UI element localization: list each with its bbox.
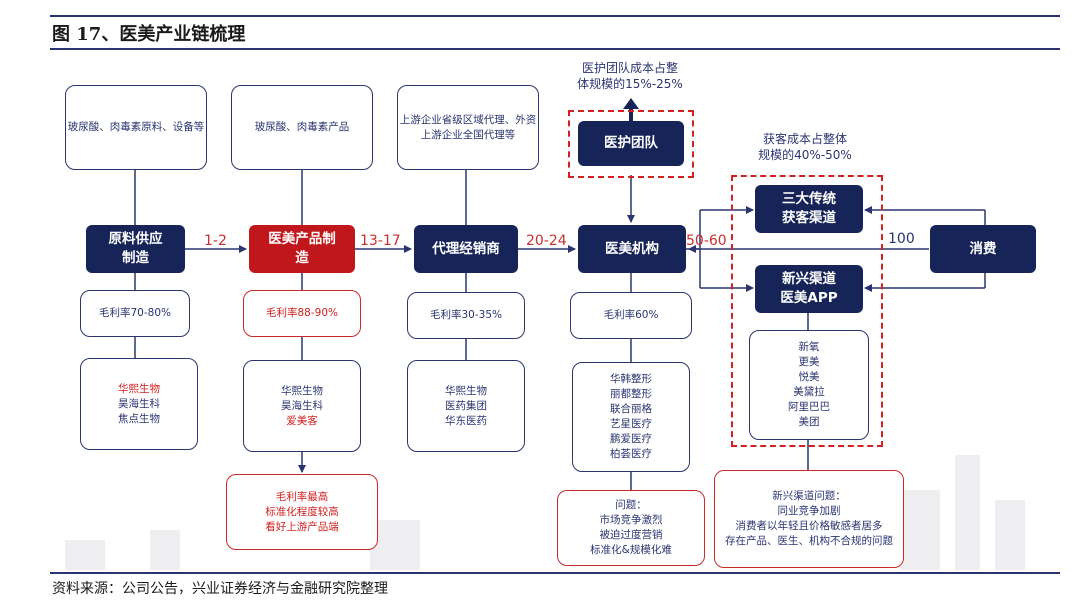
product-issue-box: 毛利率最高 标准化程度较高 看好上游产品端	[226, 474, 378, 550]
skyline-block	[955, 455, 980, 570]
traditional-channel-node: 三大传统 获客渠道	[755, 185, 863, 233]
top-rule	[50, 15, 1060, 17]
medical-institution-node: 医美机构	[578, 225, 686, 273]
raw-material-desc-box: 玻尿酸、肉毒素原料、设备等	[65, 85, 207, 170]
company-item: 丽都整形	[610, 388, 652, 400]
company-item: 华韩整形	[610, 373, 652, 385]
figure-title: 图 17、医美产业链梳理	[52, 24, 246, 45]
agent-desc-box: 上游企业省级区域代理、外资上游企业全国代理等	[397, 85, 539, 170]
company-item: 美黛拉	[793, 386, 825, 398]
company-item: 更美	[798, 356, 820, 368]
new-channel-node: 新兴渠道 医美APP	[755, 265, 863, 313]
company-item: 医药集团	[445, 399, 487, 412]
company-item: 艺星医疗	[610, 418, 652, 430]
bottom-rule	[50, 572, 1060, 574]
edge-label-consume: 100	[888, 231, 915, 247]
skyline-block	[65, 540, 105, 570]
skyline-block	[370, 520, 420, 570]
title-rule	[50, 48, 1060, 50]
company-item: 昊海生科	[281, 399, 323, 412]
inst-margin-text: 毛利率60%	[603, 309, 659, 321]
new-channel-issue-text: 新兴渠道问题： 同业竞争加剧 消费者以年轻且价格敏感者居多 存在产品、医生、机构…	[725, 490, 893, 547]
app-companies-box: 新氧 更美 悦美 美黛拉 阿里巴巴 美团	[749, 330, 869, 440]
company-item: 华东医药	[445, 414, 487, 427]
product-margin-text: 毛利率88-90%	[266, 307, 338, 319]
team-cost-note: 医护团队成本占整 体规模的15%-25%	[577, 61, 683, 91]
company-item: 新氧	[798, 341, 820, 353]
agent-distributor-node: 代理经销商	[414, 225, 518, 273]
company-item: 昊海生科	[118, 397, 160, 410]
new-channel-issue-box: 新兴渠道问题： 同业竞争加剧 消费者以年轻且价格敏感者居多 存在产品、医生、机构…	[714, 470, 904, 568]
company-item: 阿里巴巴	[788, 401, 830, 413]
company-item: 焦点生物	[118, 412, 160, 425]
acquisition-cost-note: 获客成本占整体 规模的40%-50%	[758, 132, 852, 162]
company-item: 华熙生物	[118, 382, 160, 395]
inst-issue-text: 问题： 市场竞争激烈 被迫过度营销 标准化&规模化难	[590, 499, 672, 556]
skyline-block	[150, 530, 180, 570]
company-item: 悦美	[798, 371, 820, 383]
raw-margin-text: 毛利率70-80%	[99, 307, 171, 319]
inst-issue-box: 问题： 市场竞争激烈 被迫过度营销 标准化&规模化难	[557, 490, 705, 566]
company-item: 柏荟医疗	[610, 448, 652, 460]
team-dash-frame	[568, 110, 694, 178]
source-note: 资料来源：公司公告，兴业证券经济与金融研究院整理	[52, 581, 388, 597]
company-item: 爱美客	[286, 414, 318, 427]
agent-companies-box: 华熙生物 医药集团 华东医药	[407, 360, 525, 452]
skyline-block	[995, 500, 1025, 570]
company-item: 华熙生物	[445, 384, 487, 397]
agent-margin-box: 毛利率30-35%	[407, 292, 525, 339]
edge-label-raw-product: 1-2	[204, 233, 227, 249]
raw-companies-box: 华熙生物 昊海生科 焦点生物	[80, 358, 198, 450]
medical-team-node: 医护团队	[578, 121, 684, 166]
product-desc-box: 玻尿酸、肉毒素产品	[231, 85, 373, 170]
company-item: 华熙生物	[281, 384, 323, 397]
company-item: 联合丽格	[610, 403, 652, 415]
company-item: 鹏爱医疗	[610, 433, 652, 445]
channels-dash-frame	[731, 175, 883, 447]
company-item: 美团	[798, 416, 820, 428]
inst-margin-box: 毛利率60%	[570, 292, 692, 339]
agent-margin-text: 毛利率30-35%	[430, 309, 502, 321]
raw-supply-node: 原料供应 制造	[86, 225, 185, 273]
product-issue-text: 毛利率最高 标准化程度较高 看好上游产品端	[265, 490, 339, 533]
product-margin-box: 毛利率88-90%	[243, 290, 361, 337]
edge-label-product-agent: 13-17	[360, 233, 401, 249]
edge-label-agent-inst: 20-24	[526, 233, 567, 249]
skyline-block	[900, 490, 940, 570]
raw-margin-box: 毛利率70-80%	[80, 290, 190, 337]
product-manufacture-node: 医美产品制 造	[249, 225, 355, 273]
product-companies-box: 华熙生物 昊海生科 爱美客	[243, 360, 361, 452]
edge-label-inst-channels: 50-60	[686, 233, 727, 249]
inst-companies-box: 华韩整形 丽都整形 联合丽格 艺星医疗 鹏爱医疗 柏荟医疗	[572, 362, 690, 472]
consumer-node: 消费	[930, 225, 1036, 273]
